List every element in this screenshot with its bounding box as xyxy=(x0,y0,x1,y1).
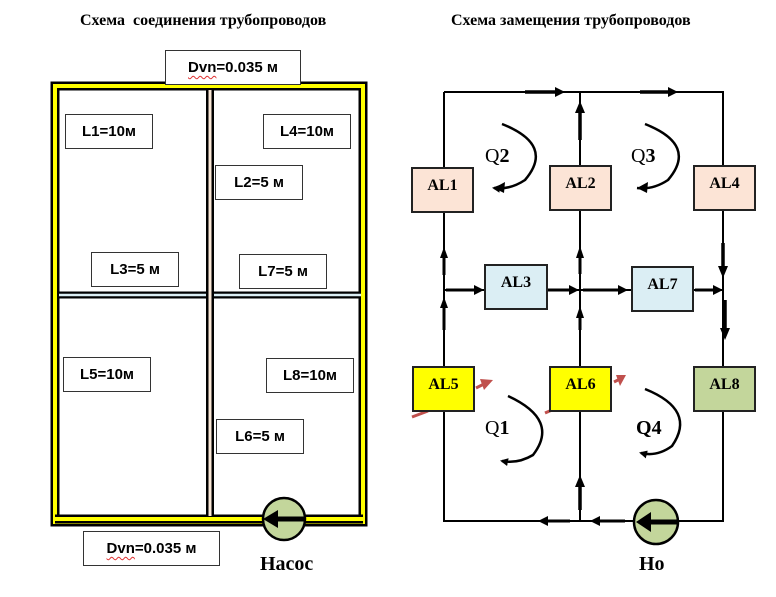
node-al4: AL4 xyxy=(693,165,756,211)
loop-number: 4 xyxy=(651,417,662,439)
node-al5: AL5 xyxy=(412,366,475,412)
node-al1: AL1 xyxy=(411,167,474,213)
right-diagram-title: Схема замещения трубопроводов xyxy=(451,12,691,29)
pump-source-icon xyxy=(632,498,680,546)
diameter-label-bottom: Dvn=0.035 м xyxy=(83,531,220,566)
diameter-prefix: Dvn xyxy=(106,540,135,557)
pump-label-right: Ho xyxy=(639,553,665,575)
loop-number: 3 xyxy=(645,145,656,167)
inner-horizontal-pipe xyxy=(59,290,361,300)
node-al6: AL6 xyxy=(549,366,612,412)
segment-label-l5: L5=10м xyxy=(63,357,151,392)
node-al3: AL3 xyxy=(484,264,548,310)
flow-arrows xyxy=(440,87,730,526)
loop-prefix: Q xyxy=(485,145,500,167)
loop-arrowheads xyxy=(494,182,648,193)
segment-label-l8: L8=10м xyxy=(266,358,354,393)
loop-label-q4: Q4 xyxy=(636,417,662,440)
segment-label-l3: L3=5 м xyxy=(91,252,179,287)
outer-pipes xyxy=(50,81,368,527)
diameter-value: =0.035 м xyxy=(134,540,197,557)
diameter-prefix: Dvn xyxy=(188,59,217,76)
pump-label-left: Насос xyxy=(260,553,314,575)
red-arrows xyxy=(411,375,626,419)
segment-label-l6: L6=5 м xyxy=(216,419,304,454)
node-al2: AL2 xyxy=(549,165,612,211)
segment-label-l2: L2=5 м xyxy=(215,165,303,200)
loop-prefix: Q xyxy=(631,145,646,167)
node-al8: AL8 xyxy=(693,366,756,412)
loop-label-q1: Q1 xyxy=(485,417,509,440)
loop-prefix: Q xyxy=(485,417,500,439)
segment-label-l4: L4=10м xyxy=(263,114,351,149)
diameter-value: =0.035 м xyxy=(216,59,278,76)
loop-number: 2 xyxy=(499,145,510,167)
segment-label-l1: L1=10м xyxy=(65,114,153,149)
loop-label-q2: Q2 xyxy=(485,145,509,168)
left-diagram-title: Схема соединения трубопроводов xyxy=(80,12,327,29)
diameter-label-top: Dvn=0.035 м xyxy=(165,50,301,85)
segment-label-l7: L7=5 м xyxy=(239,254,327,289)
loop-prefix: Q xyxy=(636,417,652,439)
loop-number: 1 xyxy=(499,417,510,439)
pump-icon xyxy=(261,496,307,542)
loop-arrows xyxy=(492,122,682,467)
loop-label-q3: Q3 xyxy=(631,145,655,168)
node-al7: AL7 xyxy=(631,266,694,312)
